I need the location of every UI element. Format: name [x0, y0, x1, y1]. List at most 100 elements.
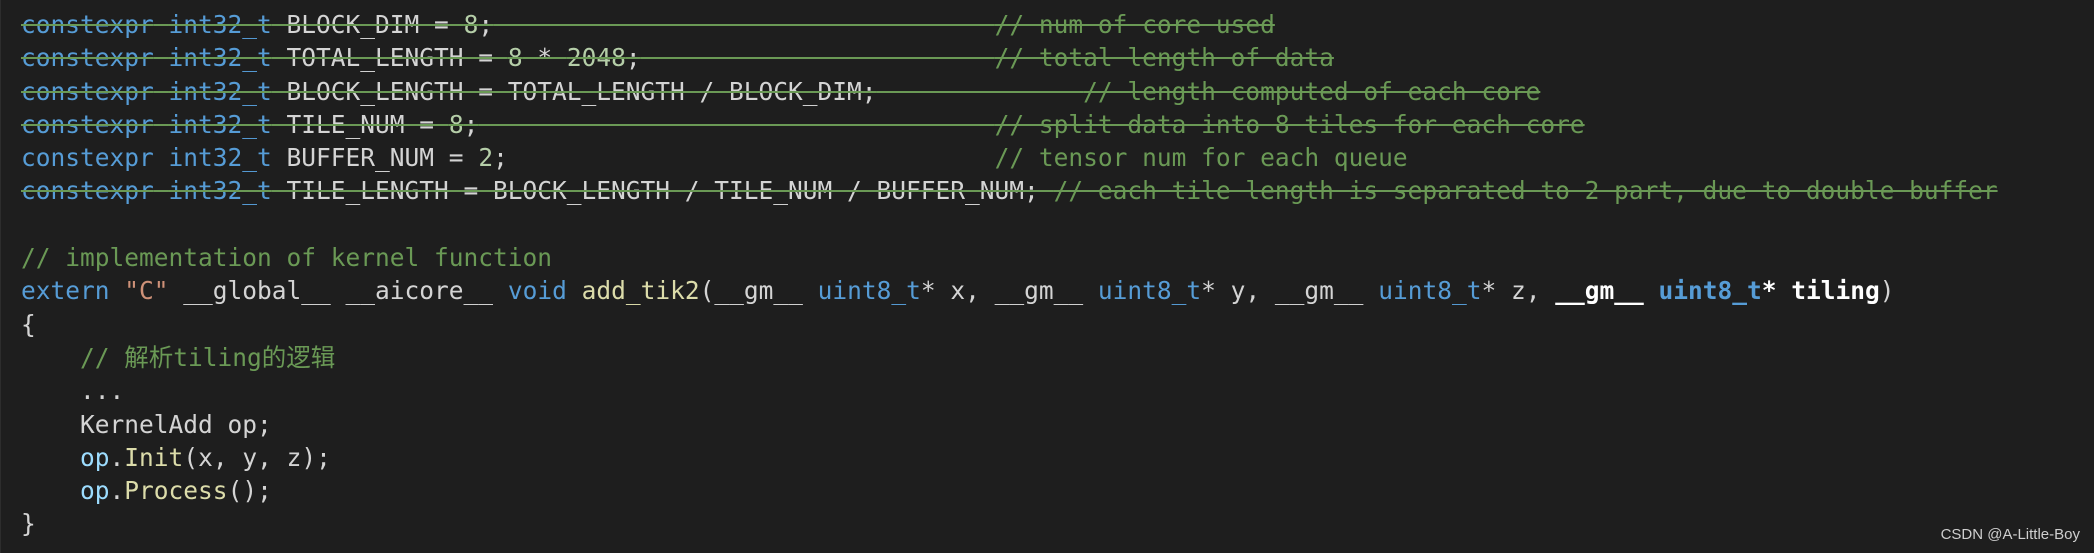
code-line: // 解析tiling的逻辑 [21, 341, 1998, 374]
code-line: constexpr int32_t BLOCK_LENGTH = TOTAL_L… [21, 75, 1998, 108]
code-token [877, 77, 1084, 106]
code-token: Init [124, 442, 184, 472]
code-text: KernelAdd op; [21, 410, 272, 439]
code-token: __gm__ [1555, 276, 1644, 306]
code-token: extern [21, 276, 110, 306]
code-token: * tiling [1761, 276, 1880, 306]
code-token: ... [21, 376, 125, 406]
code-text: // 解析tiling的逻辑 [21, 343, 335, 372]
code-token: int32_t [168, 76, 272, 106]
code-token: "C" [124, 276, 169, 306]
code-token [1644, 276, 1659, 305]
code-token: op [80, 476, 110, 506]
code-token: . [109, 476, 125, 506]
code-token: int32_t [168, 43, 272, 73]
code-token: __global__ __aicore__ [168, 276, 508, 306]
code-line: constexpr int32_t BUFFER_NUM = 2; // ten… [21, 141, 1998, 174]
code-line: extern "C" __global__ __aicore__ void ad… [21, 274, 1998, 307]
code-line: KernelAdd op; [21, 408, 1998, 441]
code-token: BLOCK_LENGTH = TOTAL_LENGTH / BLOCK_DIM; [271, 76, 877, 106]
code-token: int32_t [168, 109, 272, 139]
code-token: add_tik2 [581, 276, 700, 306]
code-token: // length computed of each core [1083, 76, 1541, 106]
code-token [478, 110, 994, 139]
code-token: ; [478, 10, 494, 39]
code-token: void [507, 276, 567, 306]
watermark: CSDN @A-Little-Boy [1940, 526, 2080, 543]
code-token: ; [625, 43, 641, 73]
struck-code-text: constexpr int32_t TILE_NUM = 8; // split… [21, 110, 1585, 139]
code-token: constexpr [21, 143, 154, 173]
code-token: TOTAL_LENGTH = [271, 43, 508, 73]
code-token: // tensor num for each queue [994, 143, 1408, 173]
code-line: { [21, 308, 1998, 341]
code-token: * x, __gm__ [920, 276, 1098, 306]
code-text: extern "C" __global__ __aicore__ void ad… [21, 276, 1895, 305]
code-line: constexpr int32_t TOTAL_LENGTH = 8 * 204… [21, 41, 1998, 74]
struck-code-text: constexpr int32_t BLOCK_LENGTH = TOTAL_L… [21, 77, 1540, 106]
code-text: op.Process(); [21, 476, 272, 505]
code-token: // total length of data [994, 43, 1334, 73]
code-token [21, 443, 80, 472]
code-token: // split data into 8 tiles for each core [994, 109, 1585, 139]
code-token: // 解析tiling的逻辑 [80, 342, 336, 372]
code-token: TILE_LENGTH = BLOCK_LENGTH / TILE_NUM / … [271, 176, 1054, 206]
code-token: * [522, 43, 567, 73]
code-token: int32_t [168, 143, 272, 173]
code-token [154, 77, 169, 106]
code-text: op.Init(x, y, z); [21, 443, 331, 472]
code-token: { [21, 309, 36, 339]
code-token [154, 110, 169, 139]
code-token: constexpr [21, 43, 154, 73]
code-line: constexpr int32_t TILE_NUM = 8; // split… [21, 108, 1998, 141]
code-token [154, 176, 169, 205]
code-token: (__gm__ [699, 276, 818, 306]
code-token: TILE_NUM = [271, 109, 449, 139]
code-token: constexpr [21, 10, 154, 39]
code-token: int32_t [168, 176, 272, 206]
code-token [21, 476, 80, 505]
code-token: constexpr [21, 76, 154, 106]
code-token: uint8_t [1097, 276, 1202, 306]
struck-code-text: constexpr int32_t BLOCK_DIM = 8; // num … [21, 10, 1275, 39]
code-token: Process [124, 476, 228, 506]
code-line: // implementation of kernel function [21, 241, 1998, 274]
struck-code-text: constexpr int32_t TOTAL_LENGTH = 8 * 204… [21, 43, 1334, 72]
code-token: (x, y, z); [183, 442, 331, 472]
code-token: 8 [448, 109, 464, 139]
code-token: uint8_t [1658, 276, 1762, 306]
code-token: 8 [463, 10, 479, 39]
code-line: op.Init(x, y, z); [21, 441, 1998, 474]
code-token: uint8_t [1378, 276, 1482, 306]
code-token: 2048 [566, 43, 626, 73]
code-token: 8 [507, 43, 523, 73]
code-token: * z, [1481, 276, 1556, 306]
code-text: ... [21, 376, 124, 405]
code-token: op [80, 442, 110, 472]
code-line [21, 208, 1998, 241]
code-block: constexpr int32_t BLOCK_DIM = 8; // num … [21, 8, 1998, 541]
code-token: int32_t [168, 10, 272, 39]
code-token [21, 343, 80, 372]
code-token [508, 143, 995, 172]
code-line: constexpr int32_t BLOCK_DIM = 8; // num … [21, 8, 1998, 41]
code-token: 2 [478, 143, 494, 173]
struck-code-text: constexpr int32_t TILE_LENGTH = BLOCK_LE… [21, 176, 1998, 205]
code-line: } [21, 507, 1998, 540]
code-token [110, 276, 125, 305]
code-token: ; [493, 143, 508, 173]
code-text: constexpr int32_t BUFFER_NUM = 2; // ten… [21, 143, 1408, 172]
code-text: // implementation of kernel function [21, 243, 552, 272]
code-text [21, 210, 36, 239]
code-token [154, 143, 169, 172]
code-token: // each tile length is separated to 2 pa… [1053, 176, 1998, 206]
code-token: (); [227, 476, 272, 506]
code-token: BLOCK_DIM = [271, 10, 464, 39]
code-line: op.Process(); [21, 474, 1998, 507]
code-token [154, 43, 169, 72]
code-token [567, 276, 582, 305]
code-token: * y, __gm__ [1201, 276, 1379, 306]
code-token: // num of core used [994, 10, 1275, 39]
code-token: // implementation of kernel function [21, 243, 553, 273]
